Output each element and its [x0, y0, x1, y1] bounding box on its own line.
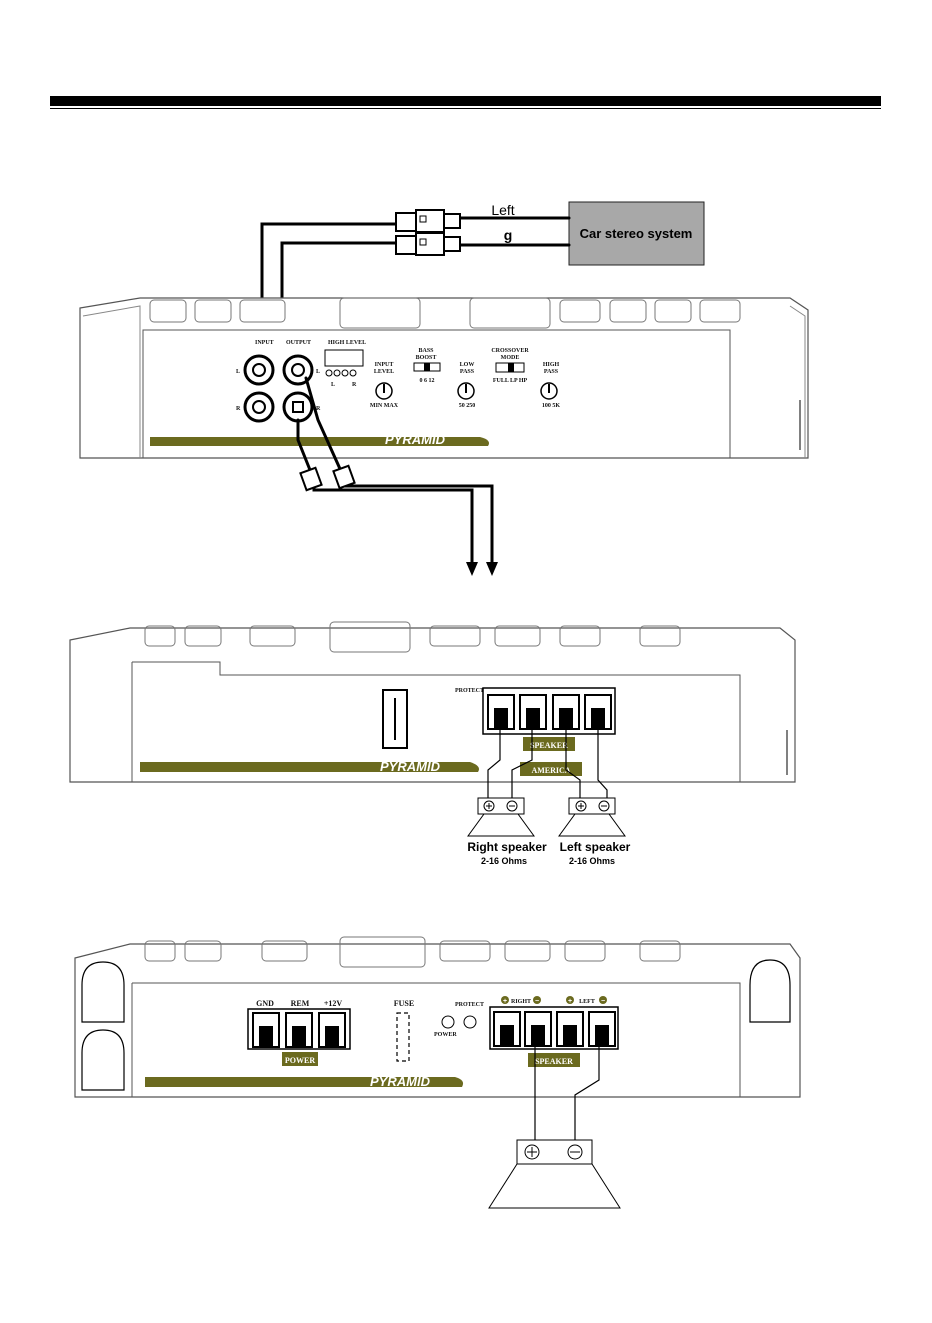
gnd-label: GND	[256, 999, 274, 1008]
crossover-scale: FULL LP HP	[493, 378, 528, 384]
america-part-1: AME	[528, 1082, 547, 1091]
low-pass-title-2: PASS	[460, 369, 475, 375]
arrow-down-icon	[486, 562, 498, 576]
rca-plug-right	[395, 232, 461, 256]
amp1-high-level-label: HIGH LEVEL	[328, 340, 366, 346]
rem-label: REM	[291, 999, 310, 1008]
crossover-title-2: MODE	[501, 355, 520, 361]
input-level-title-1: INPUT	[375, 362, 394, 368]
amp3-speaker-badge: SPEAKER	[535, 1057, 573, 1066]
speaker-terminals-bridged	[493, 1011, 616, 1047]
arrow-down-icon	[466, 562, 478, 576]
svg-text:−: −	[535, 998, 539, 1005]
input-level-title-2: LEVEL	[374, 369, 394, 375]
amp1-brand: PYRAMID	[385, 432, 446, 447]
high-pass-title-2: PASS	[544, 369, 559, 375]
power-led-label: POWER	[434, 1032, 457, 1038]
high-pass-title-1: HIGH	[543, 362, 560, 368]
fuse-label: FUSE	[394, 999, 414, 1008]
fuse-icon	[396, 1012, 410, 1062]
rca-output-plug-2	[332, 464, 356, 490]
amplifier-speaker-panel-stereo: PYRAMID PROTECT SPEAKER AMERICA	[69, 621, 796, 800]
left-speaker-ohms: 2-16 Ohms	[569, 856, 615, 866]
amp1-out-r: R	[316, 406, 321, 412]
right-channel-label: RIGHT	[511, 999, 531, 1005]
amp1-input-label: INPUT	[255, 340, 274, 346]
svg-text:+: +	[503, 998, 507, 1005]
amplifier-input-panel: PYRAMID INPUT OUTPUT HIGH LEVEL L R L R …	[79, 297, 809, 459]
amp1-output-label: OUTPUT	[286, 340, 311, 346]
crossover-title-1: CROSSOVER	[491, 348, 529, 354]
amp2-protect-label: PROTECT	[455, 688, 484, 694]
power-badge: POWER	[285, 1056, 315, 1065]
left-channel-label: LEFT	[579, 999, 595, 1005]
header-rule	[50, 96, 881, 106]
bass-boost-title-2: BOOST	[416, 355, 437, 361]
amplifier-speaker-panel-bridged: PYRAMID GND REM +12V POWER FUSE PROTECT …	[74, 936, 801, 1140]
amp3-protect-label: PROTECT	[455, 1002, 484, 1008]
power-terminals	[252, 1012, 346, 1048]
low-pass-title-1: LOW	[460, 362, 475, 368]
amp3-brand: PYRAMID	[370, 1074, 431, 1089]
car-stereo-label: Car stereo system	[580, 226, 693, 241]
input-level-scale: MIN MAX	[370, 403, 399, 409]
amp1-jack-l: L	[236, 369, 240, 375]
right-speaker-label: Right speaker	[467, 840, 547, 854]
left-speaker-icon	[558, 797, 626, 837]
left-wire-label: Left	[491, 202, 514, 218]
right-speaker-ohms: 2-16 Ohms	[481, 856, 527, 866]
svg-text:+: +	[568, 998, 572, 1005]
amp2-brand: PYRAMID	[380, 759, 441, 774]
bass-boost-scale: 0 6 12	[420, 378, 435, 384]
speaker-terminals	[487, 694, 612, 730]
amp2-america-label: AMERICA	[531, 766, 570, 775]
svg-text:−: −	[601, 998, 605, 1005]
amp1-hl-l: L	[331, 382, 335, 388]
bass-boost-title-1: BASS	[418, 348, 434, 354]
low-pass-scale: 50 250	[459, 403, 476, 409]
bridged-speaker-icon	[488, 1139, 621, 1209]
amp1-jack-r: R	[236, 406, 241, 412]
america-part-2: CA	[569, 1082, 581, 1091]
rca-output-plug-1	[299, 466, 323, 492]
right-speaker-icon	[467, 797, 535, 837]
amp1-hl-r: R	[352, 382, 357, 388]
car-stereo-box: Car stereo system	[568, 201, 705, 266]
amp2-speaker-badge: SPEAKER	[530, 741, 568, 750]
left-speaker-label: Left speaker	[560, 840, 631, 854]
polarity-markers: + − + −	[501, 996, 607, 1005]
header-rule-thin	[50, 108, 881, 109]
right-wire-label: g	[504, 227, 513, 243]
high-pass-scale: 100 5K	[542, 403, 561, 409]
12v-label: +12V	[324, 999, 343, 1008]
rca-plug-left	[395, 209, 461, 233]
amp1-out-l: L	[316, 369, 320, 375]
